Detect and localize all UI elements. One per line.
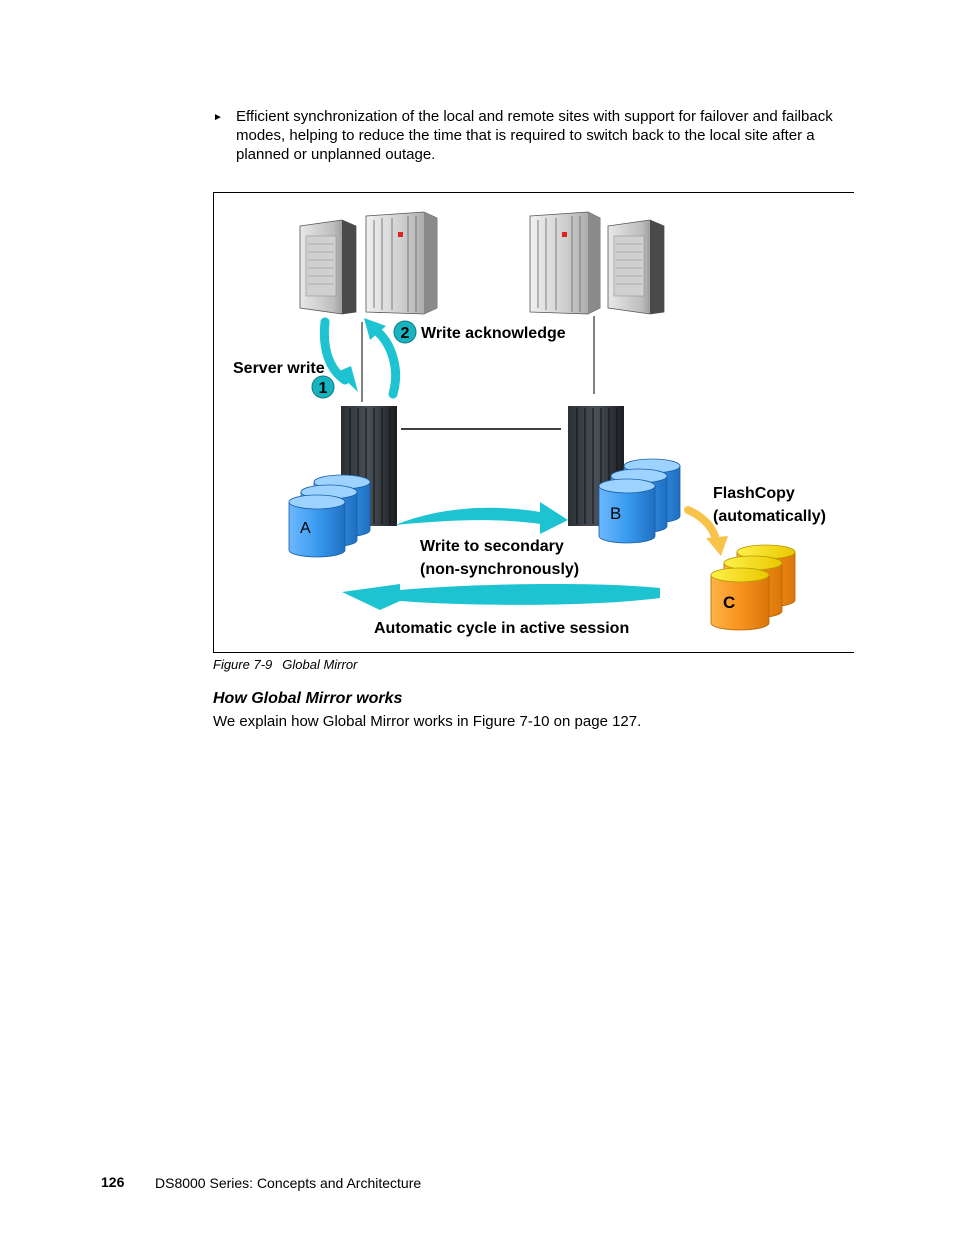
flashcopy-arrow	[684, 506, 728, 556]
book-title: DS8000 Series: Concepts and Architecture	[155, 1175, 422, 1191]
write-ack-label: Write acknowledge	[421, 325, 566, 342]
auto-cycle-arrow	[342, 584, 660, 610]
flashcopy-label: FlashCopy	[713, 485, 795, 502]
section-heading: How Global Mirror works	[213, 690, 403, 707]
figure-caption: Figure 7-9 Global Mirror	[213, 657, 367, 672]
flashcopy-sublabel: (automatically)	[713, 508, 826, 525]
right-rack-icon	[529, 211, 601, 315]
bullet-marker: ►	[213, 112, 223, 123]
server-write-label: Server write	[233, 360, 325, 377]
figure-number: Figure 7-9	[213, 657, 273, 672]
step-1-marker: 1	[311, 375, 335, 399]
volume-a-label: A	[300, 520, 311, 537]
write-secondary-arrow	[395, 502, 568, 534]
write-secondary-sublabel: (non-synchronously)	[420, 561, 580, 578]
volume-c-icon	[710, 544, 796, 631]
volume-c-label: C	[723, 593, 735, 612]
auto-cycle-label: Automatic cycle in active session	[374, 620, 630, 637]
volume-b-icon	[598, 458, 681, 544]
write-ack-arrow	[364, 318, 401, 399]
page-number: 126	[101, 1174, 125, 1190]
section-paragraph: We explain how Global Mirror works in Fi…	[213, 713, 642, 730]
volume-b-label: B	[610, 504, 621, 523]
server-write-arrow	[319, 317, 358, 392]
left-rack-icon	[365, 211, 438, 315]
write-secondary-label: Write to secondary	[420, 538, 564, 555]
step-1-number: 1	[319, 380, 328, 397]
right-server-icon	[607, 219, 665, 315]
step-2-marker: 2	[393, 320, 417, 344]
figure-title: Global Mirror	[282, 657, 358, 672]
volume-a-icon	[288, 474, 371, 558]
bullet-text: Efficient synchronization of the local a…	[236, 108, 833, 163]
left-server-icon	[299, 219, 357, 315]
step-2-number: 2	[401, 325, 410, 342]
figure-frame	[213, 192, 854, 653]
